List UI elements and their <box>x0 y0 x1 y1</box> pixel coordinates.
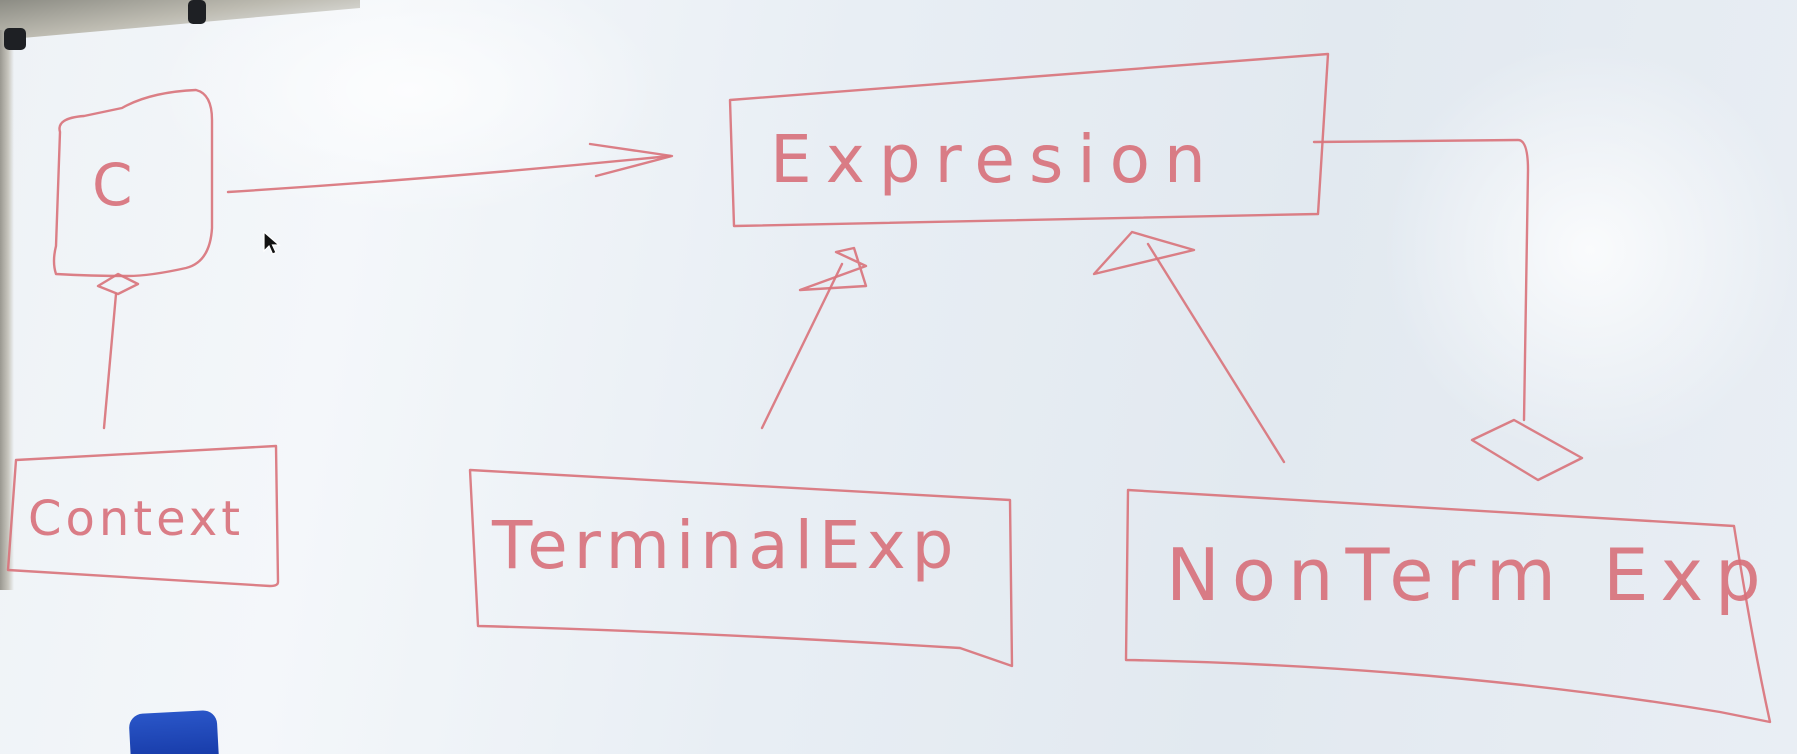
arrow-head <box>588 142 674 178</box>
client-expression-arrow <box>226 154 672 194</box>
context-box <box>6 444 280 588</box>
frame-clip <box>188 0 206 24</box>
terminal-box <box>468 468 1014 668</box>
client-box-label: C <box>92 151 133 219</box>
inheritance-triangle-nonterm <box>1092 230 1196 276</box>
aggregation-diamond-composite <box>1470 418 1584 482</box>
nonterm-box <box>1124 488 1772 724</box>
blue-marker <box>128 709 220 754</box>
client-context-line <box>102 292 118 430</box>
terminal-inheritance-line <box>760 262 844 430</box>
whiteboard-frame-left <box>0 30 14 590</box>
composite-line <box>1312 138 1530 422</box>
nonterm-label: NonTerm Exp <box>1166 533 1773 617</box>
client-box <box>52 88 214 278</box>
inheritance-triangle-terminal <box>798 246 868 292</box>
aggregation-diamond-client <box>96 272 140 296</box>
mouse-pointer-icon <box>263 231 281 255</box>
nonterm-inheritance-line <box>1146 242 1286 464</box>
expression-label: Expresion <box>770 121 1220 198</box>
expression-box <box>728 52 1330 228</box>
frame-clip <box>4 28 26 50</box>
context-label: Context <box>28 491 244 547</box>
terminal-label: TerminalExp <box>491 507 960 584</box>
